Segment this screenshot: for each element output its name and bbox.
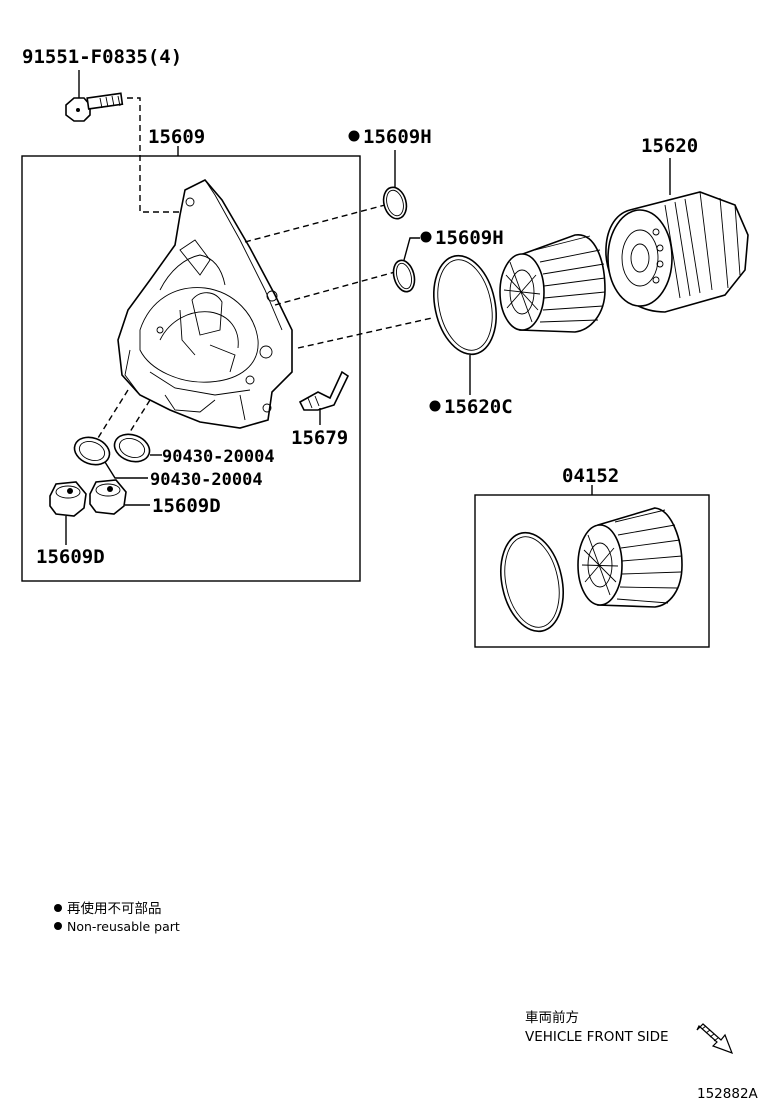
label-clip: 15679	[291, 427, 348, 449]
bullet-dot	[54, 922, 62, 930]
bullet-dot	[348, 130, 360, 142]
clip-drawing	[298, 370, 350, 411]
gasket-2	[113, 433, 151, 463]
label-plug-left: 15609D	[36, 546, 105, 568]
label-bolt: 91551-F0835(4)	[22, 46, 182, 68]
label-cap: 15620	[641, 135, 698, 157]
bullet-dot	[54, 904, 62, 912]
element-kit-filter	[577, 507, 683, 608]
label-gasket-upper: 90430-20004	[162, 447, 275, 467]
front-arrow-icon	[696, 1023, 734, 1055]
oil-filter-housing-drawing	[117, 179, 293, 429]
housing-group-frame	[21, 155, 361, 582]
oring-15609h-lower	[392, 259, 416, 293]
filter-element-drawing	[499, 234, 606, 333]
gasket-1	[73, 436, 111, 466]
label-gasket-lower: 90430-20004	[150, 470, 263, 490]
oring-15620c	[433, 254, 497, 356]
bullet-dot	[420, 231, 432, 243]
label-plug-right: 15609D	[152, 495, 221, 517]
oil-filter-cap-drawing	[605, 191, 749, 313]
legend-en: Non-reusable part	[67, 919, 180, 934]
label-cap-oring: 15620C	[444, 396, 513, 418]
bullet-dot	[429, 400, 441, 412]
plug-left	[49, 481, 87, 517]
direction-jp: 車両前方	[525, 1009, 579, 1026]
legend-jp: 再使用不可部品	[67, 900, 162, 917]
plug-right	[89, 479, 127, 515]
label-element-kit: 04152	[562, 465, 619, 487]
element-kit-oring	[500, 531, 564, 633]
label-housing: 15609	[148, 126, 205, 148]
label-oring-h-upper: 15609H	[363, 126, 432, 148]
figure-id: 152882A	[697, 1086, 759, 1102]
bolt-drawing	[65, 70, 124, 122]
label-oring-h-lower: 15609H	[435, 227, 504, 249]
direction-en: VEHICLE FRONT SIDE	[525, 1029, 669, 1045]
